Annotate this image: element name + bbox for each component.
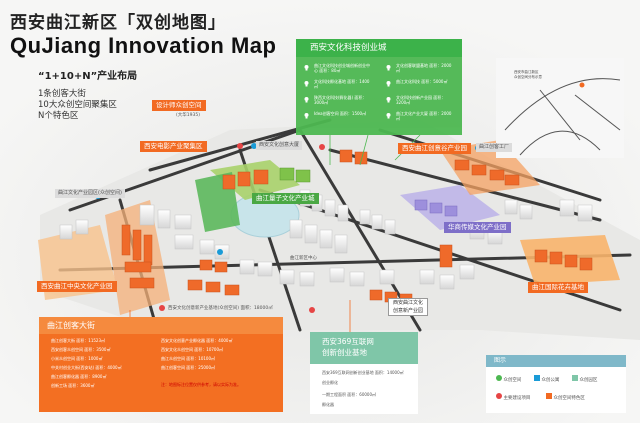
red-pin-icon bbox=[496, 393, 502, 399]
legend-label: 众创空间特色区 bbox=[553, 396, 585, 401]
internet-base-panel: 西安369互联网创新创业基地 面积：14000㎡ 创业孵化 一期工程面积 面积：… bbox=[310, 364, 418, 414]
maker-street-item[interactable]: 曲江创客空间 面积：25000㎡ bbox=[161, 365, 215, 370]
label-design-studio-sub: (大华1935) bbox=[176, 113, 200, 118]
orange-buildings bbox=[121, 149, 593, 305]
park-icon bbox=[572, 375, 578, 381]
white-buildings bbox=[59, 189, 593, 290]
layout-item-3: N个特色区 bbox=[38, 111, 79, 121]
label-garden[interactable]: 曲江国际花卉基地 bbox=[528, 282, 588, 293]
maker-street-item[interactable]: 西安创客众创空间 面积：3500㎡ bbox=[51, 347, 111, 352]
layout-item-2: 10大众创空间聚集区 bbox=[38, 100, 117, 110]
legend-item-park: 众创园区 bbox=[572, 375, 597, 383]
legend: 众创空间 众创公寓 众创园区 主要建设项目 众创空间特色区 bbox=[486, 367, 626, 413]
label-creative-valley[interactable]: 西安曲江创意谷产业园 bbox=[398, 143, 471, 154]
legend-item-space: 众创空间 bbox=[496, 375, 521, 383]
tech-city-item[interactable]: 曲江文化科技创业城创新创业中心 面积：80㎡ bbox=[314, 63, 370, 73]
legend-item-apartment: 众创公寓 bbox=[534, 375, 559, 383]
legend-label: 主要建设项目 bbox=[503, 396, 531, 401]
label-small-3: 曲江新区中心 bbox=[290, 256, 317, 261]
maker-street-item[interactable]: 曲江创客孵化器 面积：8900㎡ bbox=[51, 374, 107, 379]
maker-street-item[interactable]: 小米众创空间 面积：1000㎡ bbox=[51, 356, 103, 361]
tech-city-item[interactable]: 文化科技创新产业园 面积：3200㎡ bbox=[396, 95, 446, 105]
page-title-cn: 西安曲江新区「双创地图」 bbox=[10, 13, 226, 33]
lightbulb-icon bbox=[386, 65, 391, 71]
green-buildings bbox=[279, 167, 311, 183]
star-icon bbox=[546, 393, 552, 399]
lightbulb-icon bbox=[304, 81, 309, 87]
maker-street-item[interactable]: 曲江创客大街 面积：11523㎡ bbox=[51, 338, 105, 343]
legend-title: 图示 bbox=[486, 355, 626, 367]
page-title-en: QuJiang Innovation Map bbox=[10, 33, 277, 58]
internet-base-item[interactable]: 一期工程面积 面积：60000㎡ bbox=[322, 392, 376, 397]
label-small-1[interactable]: 曲江文化产业园区(众创空间) bbox=[55, 189, 125, 198]
legend-item-feature: 众创空间特色区 bbox=[546, 393, 585, 401]
lightbulb-icon bbox=[386, 81, 391, 87]
internet-base-panel-title[interactable]: 西安369互联网 创新创业基地 bbox=[310, 332, 418, 364]
orange-connector-lines bbox=[129, 300, 351, 332]
maker-street-item[interactable]: 西安文化众创空间 面积：10700㎡ bbox=[161, 347, 223, 352]
maker-street-note: 注：地图标注位置仅供参考，请以实际为准。 bbox=[161, 382, 241, 387]
maker-street-panel-title[interactable]: 曲江创客大街 bbox=[39, 317, 283, 334]
tech-city-item[interactable]: 曲江文化科技 面积：5000㎡ bbox=[396, 79, 448, 84]
legend-label: 众创空间 bbox=[503, 378, 522, 383]
inset-label: 西安市曲江新区 众创空间分布示意 bbox=[514, 70, 542, 79]
lightbulb-icon bbox=[386, 97, 391, 103]
lightbulb-icon bbox=[496, 375, 502, 381]
tech-city-item[interactable]: 陕西文化科技(孵化器) 面积：3000㎡ bbox=[314, 95, 367, 105]
label-film-cluster[interactable]: 西安电影产业聚集区 bbox=[140, 141, 207, 152]
label-huashang[interactable]: 华商传媒文化产业园 bbox=[444, 222, 511, 233]
layout-item-1: 1条创客大街 bbox=[38, 89, 86, 99]
purple-buildings bbox=[414, 199, 458, 217]
maker-street-item[interactable]: 曲江众创空间 面积：10100㎡ bbox=[161, 356, 215, 361]
lightbulb-icon bbox=[386, 113, 391, 119]
tech-city-item[interactable]: 文化创客联盟基地 面积：2000㎡ bbox=[396, 63, 452, 73]
internet-base-item[interactable]: 西安369互联网创新创业基地 面积：14000㎡ bbox=[322, 370, 404, 375]
tech-city-item[interactable]: 曲江文化产业大厦 面积：2000㎡ bbox=[396, 111, 452, 121]
internet-base-item[interactable]: 创业孵化 bbox=[322, 380, 338, 385]
inset-map bbox=[496, 58, 624, 158]
lightbulb-icon bbox=[304, 65, 309, 71]
tech-city-panel-title[interactable]: 西安文化科技创业城 bbox=[296, 39, 462, 57]
label-central[interactable]: 西安曲江中央文化产业园 bbox=[37, 281, 117, 292]
maker-street-item[interactable]: 西安文化创意产业孵化器 面积：4000㎡ bbox=[161, 338, 233, 343]
legend-label: 众创园区 bbox=[579, 378, 598, 383]
tech-city-item[interactable]: 文化科技孵化基地 面积：1400㎡ bbox=[314, 79, 370, 89]
lightbulb-icon bbox=[304, 113, 309, 119]
label-small-5[interactable]: 曲江创客工厂 bbox=[476, 143, 513, 152]
internet-base-item[interactable]: 孵化器 bbox=[322, 402, 334, 407]
legend-item-project: 主要建设项目 bbox=[496, 393, 530, 401]
label-dongyuan[interactable]: 西安曲江文化 创意新产业园 bbox=[388, 298, 429, 316]
apartment-icon bbox=[534, 375, 540, 381]
tech-city-item[interactable]: Idea创客空间 面积：1500㎡ bbox=[314, 111, 367, 116]
label-quantum[interactable]: 曲江量子文化产业城 bbox=[252, 193, 319, 204]
maker-street-item[interactable]: 创新工场 面积：3600㎡ bbox=[51, 383, 95, 388]
maker-street-item[interactable]: 中关村创业大街(西安站) 面积：4000㎡ bbox=[51, 365, 122, 370]
legend-label: 众创公寓 bbox=[541, 378, 560, 383]
label-small-2[interactable]: 西安文化创意大厦 bbox=[256, 141, 303, 150]
label-small-4: 西安文化创意新产业基地(众创空间) 面积：18000㎡ bbox=[168, 306, 273, 311]
tech-city-panel: 曲江文化科技创业城创新创业中心 面积：80㎡ 文化科技孵化基地 面积：1400㎡… bbox=[296, 57, 462, 135]
layout-title: “1+10+N”产业布局 bbox=[38, 71, 138, 82]
lightbulb-icon bbox=[304, 97, 309, 103]
maker-street-panel: 曲江创客大街 面积：11523㎡ 西安创客众创空间 面积：3500㎡ 小米众创空… bbox=[39, 334, 283, 412]
label-design-studio[interactable]: 设计师众创空间 bbox=[152, 100, 206, 111]
